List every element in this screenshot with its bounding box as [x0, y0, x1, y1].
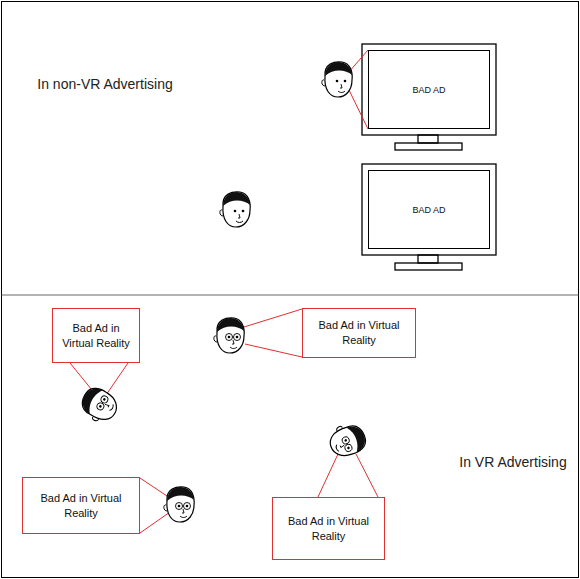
node-text: BAD AD [412, 204, 445, 216]
node-text: Bad Ad in Virtual Reality [309, 318, 409, 348]
vr-viewer-face [164, 487, 194, 522]
viewer-face [322, 62, 352, 97]
node-text: Bad Ad in Virtual Reality [29, 491, 133, 521]
monitor-screen: BAD AD [368, 170, 490, 249]
node-text: Bad Ad in Virtual Reality [59, 321, 133, 351]
vr-ad-box: Bad Ad in Virtual Reality [52, 308, 140, 363]
section-label: In VR Advertising [458, 453, 568, 472]
monitor-screen: BAD AD [368, 50, 490, 129]
vr-viewer-face [76, 384, 122, 428]
node-text: Bad Ad in Virtual Reality [279, 514, 378, 544]
monitor-1 [362, 44, 496, 150]
vr-ad-box: Bad Ad in Virtual Reality [302, 308, 416, 358]
viewer-face [220, 192, 250, 227]
section-label: In non-VR Advertising [20, 75, 190, 94]
vr-viewer-face [214, 318, 244, 353]
monitor-2 [362, 164, 496, 270]
node-text: BAD AD [412, 84, 445, 96]
vr-ad-box: Bad Ad in Virtual Reality [272, 497, 385, 560]
divider [2, 295, 579, 296]
vr-ad-box: Bad Ad in Virtual Reality [22, 477, 140, 534]
view-line [349, 90, 368, 129]
vr-viewer-face [326, 420, 369, 461]
